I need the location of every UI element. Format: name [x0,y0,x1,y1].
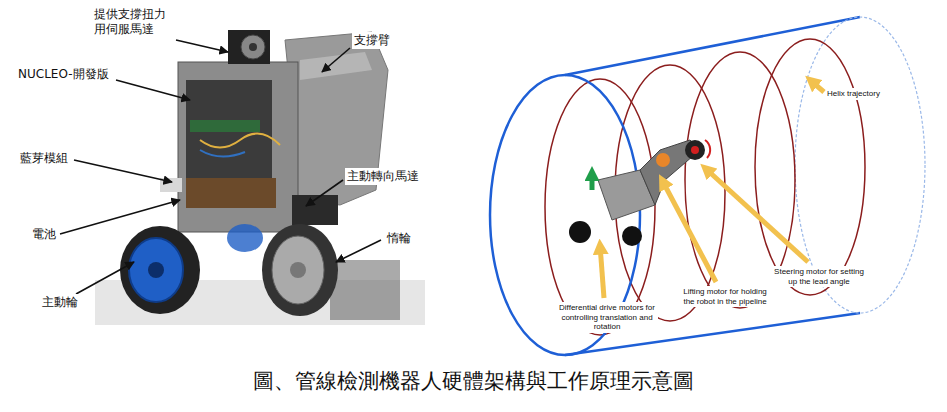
part-label: 電池 [30,226,58,243]
part-label: 支撐臂 [352,32,392,49]
robot-photo [95,30,425,325]
figure-caption: 圖、管線檢測機器人硬體架構與工作原理示意圖 [0,367,947,395]
part-label: NUCLEO-開發版 [16,66,111,83]
callout-label: Lifting motor for holding the robot in t… [676,286,774,307]
callout-label: Steering motor for setting up the lead a… [770,266,868,287]
part-label: 惰輪 [385,230,413,247]
callout-label: Differential drive motors for controllin… [556,302,658,333]
helix [545,39,865,335]
part-label: 藍芽模組 [18,150,70,167]
part-label: 主動轉向馬達 [345,168,421,185]
callout-label: Helix trajectory [826,88,881,100]
part-label: 提供支撐扭力用伺服馬達 [92,6,176,38]
pipe [490,17,925,355]
part-label: 主動輪 [40,294,80,311]
